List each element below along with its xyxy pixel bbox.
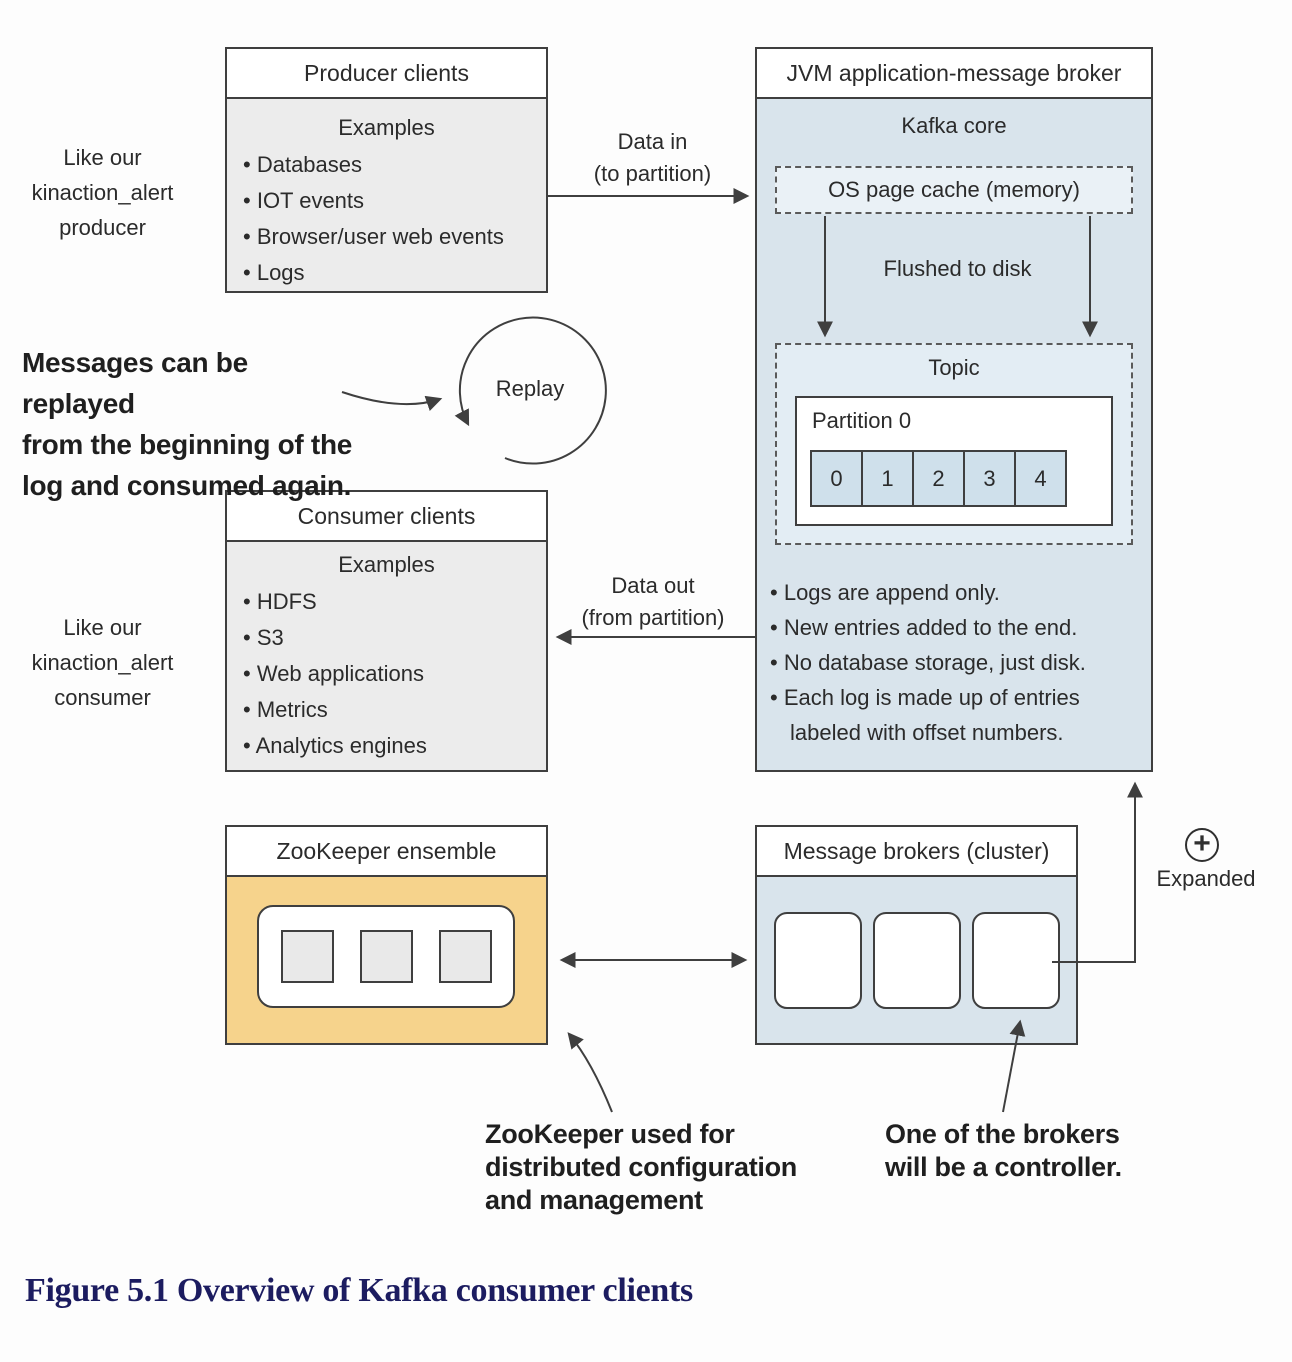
- list-item: No database storage, just disk.: [770, 645, 1148, 680]
- broker-node-row: [757, 912, 1076, 1009]
- list-item: HDFS: [243, 584, 536, 620]
- broker-node-controller: [971, 912, 1060, 1009]
- consumer-examples-list: HDFS S3 Web applications Metrics Analyti…: [227, 578, 546, 764]
- os-page-cache-box: OS page cache (memory): [775, 166, 1133, 214]
- list-item: IOT events: [243, 183, 536, 219]
- producer-clients-box: Producer clients Examples Databases IOT …: [225, 47, 548, 293]
- list-item: Browser/user web events: [243, 219, 536, 255]
- consumer-clients-title: Consumer clients: [227, 492, 546, 542]
- broker-node: [773, 912, 862, 1009]
- producer-clients-body: Examples Databases IOT events Browser/us…: [227, 99, 546, 291]
- list-item: Analytics engines: [243, 728, 536, 764]
- list-item: Each log is made up of entries labeled w…: [770, 680, 1148, 750]
- producer-side-note: Like our kinaction_alert producer: [31, 145, 174, 240]
- consumer-side-note: Like our kinaction_alert consumer: [31, 615, 174, 710]
- offset-cell: 3: [963, 450, 1016, 507]
- data-out-label: Data out (from partition): [581, 573, 725, 630]
- message-brokers-title: Message brokers (cluster): [757, 827, 1076, 877]
- offset-cell: 0: [810, 450, 863, 507]
- zookeeper-note-arrow: [567, 1032, 613, 1113]
- list-item: New entries added to the end.: [770, 610, 1148, 645]
- zookeeper-ensemble-box: ZooKeeper ensemble: [225, 825, 548, 1045]
- zookeeper-body: [227, 877, 546, 1043]
- offset-cell: 2: [912, 450, 965, 507]
- offset-cell: 1: [861, 450, 914, 507]
- os-page-cache-label: OS page cache (memory): [828, 177, 1080, 202]
- replay-note: Messages can be replayed from the beginn…: [22, 347, 353, 501]
- list-item: Logs are append only.: [770, 575, 1148, 610]
- consumer-examples-heading: Examples: [338, 552, 435, 577]
- data-in-label: Data in (to partition): [593, 129, 712, 186]
- flushed-to-disk-label: Flushed to disk: [883, 256, 1032, 281]
- message-brokers-body: [757, 877, 1076, 1043]
- offset-cell: 4: [1014, 450, 1067, 507]
- zookeeper-usage-note: ZooKeeper used for distributed configura…: [485, 1119, 797, 1215]
- message-brokers-box: Message brokers (cluster): [755, 825, 1078, 1045]
- zookeeper-node: [280, 930, 334, 983]
- zookeeper-title: ZooKeeper ensemble: [227, 827, 546, 877]
- producer-clients-title: Producer clients: [227, 49, 546, 99]
- producer-examples-list: Databases IOT events Browser/user web ev…: [227, 141, 546, 291]
- zookeeper-node: [359, 930, 413, 983]
- plus-glyph: +: [1193, 826, 1211, 860]
- controller-note: One of the brokers will be a controller.: [885, 1119, 1122, 1182]
- list-item: Logs: [243, 255, 536, 291]
- producer-examples-heading: Examples: [338, 115, 435, 140]
- list-item: S3: [243, 620, 536, 656]
- offset-cells: 0 1 2 3 4: [810, 450, 1067, 507]
- partition-label: Partition 0: [812, 408, 912, 433]
- topic-label: Topic: [928, 355, 980, 380]
- plus-circle-icon: +: [1185, 828, 1219, 862]
- list-item: Web applications: [243, 656, 536, 692]
- kafka-core-label: Kafka core: [901, 113, 1007, 138]
- zookeeper-node: [438, 930, 492, 983]
- consumer-clients-box: Consumer clients Examples HDFS S3 Web ap…: [225, 490, 548, 772]
- partition-box: Partition 0 0 1 2 3 4: [795, 396, 1113, 526]
- list-item: Metrics: [243, 692, 536, 728]
- replay-label: Replay: [495, 376, 565, 401]
- figure-caption: Figure 5.1 Overview of Kafka consumer cl…: [25, 1272, 693, 1309]
- expanded-label: Expanded: [1156, 866, 1256, 891]
- jvm-broker-title: JVM application-message broker: [757, 49, 1151, 99]
- zookeeper-node-group: [257, 905, 515, 1008]
- broker-notes-list: Logs are append only. New entries added …: [770, 575, 1148, 750]
- list-item: Databases: [243, 147, 536, 183]
- broker-node: [872, 912, 961, 1009]
- consumer-clients-body: Examples HDFS S3 Web applications Metric…: [227, 542, 546, 770]
